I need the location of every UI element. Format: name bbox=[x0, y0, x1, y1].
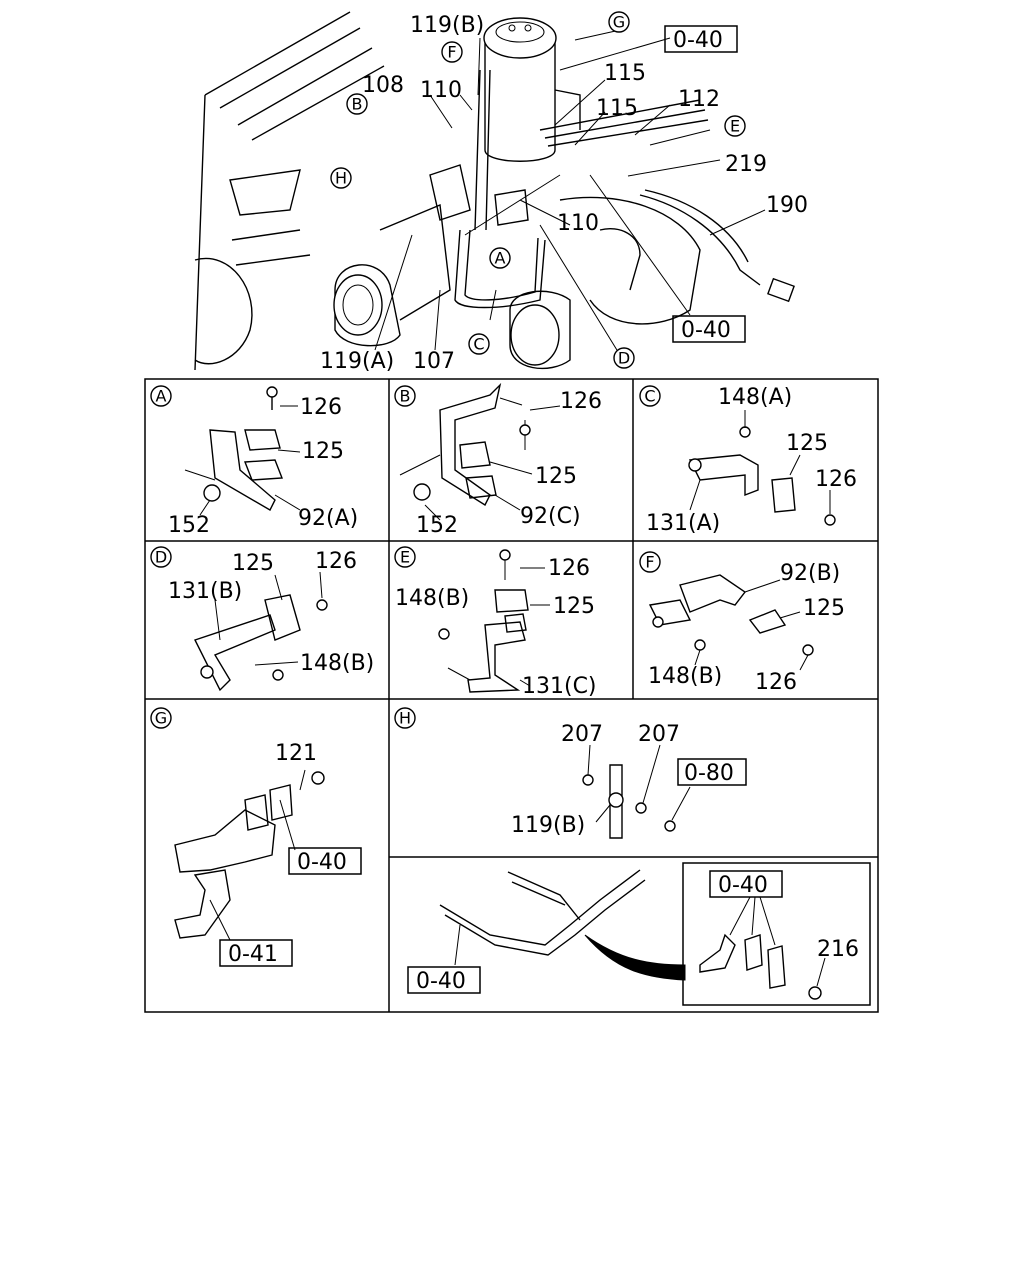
panel-d-label-148b: 148(B) bbox=[300, 651, 374, 676]
bottom-ref-0-40-left: 0-40 bbox=[416, 969, 466, 994]
circle-letter-g: G bbox=[613, 13, 625, 32]
callout-115-lower: 115 bbox=[596, 96, 638, 121]
callout-190: 190 bbox=[766, 193, 808, 218]
circle-letter-c: C bbox=[473, 335, 484, 354]
panel-h-label-207-right: 207 bbox=[638, 722, 680, 747]
panel-h-label-207-left: 207 bbox=[561, 722, 603, 747]
panel-d: D 125 126 131(B) 148(B) bbox=[150, 546, 374, 692]
circle-letter-e: E bbox=[730, 117, 740, 136]
panel-e-label-131c: 131(C) bbox=[522, 674, 597, 699]
callout-110-mid: 110 bbox=[557, 211, 599, 236]
panel-b-label-92c: 92(C) bbox=[520, 504, 581, 529]
panel-h-letter: H bbox=[399, 709, 411, 728]
panel-h-label-119b: 119(B) bbox=[511, 813, 585, 838]
callout-108: 108 bbox=[362, 73, 404, 98]
engine-illustration bbox=[194, 11, 795, 371]
circle-letter-b: B bbox=[352, 95, 363, 114]
callout-112: 112 bbox=[678, 87, 720, 112]
panel-b-label-152: 152 bbox=[416, 513, 458, 538]
circle-letter-f: F bbox=[447, 43, 456, 62]
panel-c-label-131a: 131(A) bbox=[646, 511, 720, 536]
panel-d-label-131b: 131(B) bbox=[168, 579, 242, 604]
callout-110-top: 110 bbox=[420, 78, 462, 103]
panel-c-label-125: 125 bbox=[786, 431, 828, 456]
panel-c-label-126: 126 bbox=[815, 467, 857, 492]
callout-219: 219 bbox=[725, 152, 767, 177]
panel-g-letter: G bbox=[155, 709, 167, 728]
panel-d-letter: D bbox=[155, 548, 167, 567]
bottom-label-216: 216 bbox=[817, 937, 859, 962]
panel-e: E 126 148(B) 125 131(C) bbox=[394, 546, 597, 699]
panel-c-label-148a: 148(A) bbox=[718, 385, 792, 410]
panel-b-label-125: 125 bbox=[535, 464, 577, 489]
main-circle-letters: G F B H E A C D bbox=[330, 11, 746, 369]
callout-119a: 119(A) bbox=[320, 349, 394, 374]
panel-a: A 126 125 152 92(A) bbox=[150, 385, 358, 538]
panel-f-label-92b: 92(B) bbox=[780, 561, 840, 586]
panel-b: B 126 125 152 92(C) bbox=[394, 382, 602, 538]
panel-h: H 207 207 119(B) 0-80 bbox=[394, 707, 747, 839]
detail-grid bbox=[144, 378, 879, 1013]
callout-107: 107 bbox=[413, 349, 455, 374]
circle-letter-h: H bbox=[335, 169, 347, 188]
panel-e-label-126: 126 bbox=[548, 556, 590, 581]
circle-letter-d: D bbox=[618, 349, 630, 368]
panel-a-label-126: 126 bbox=[300, 395, 342, 420]
panel-d-label-125: 125 bbox=[232, 551, 274, 576]
panel-c-letter: C bbox=[644, 387, 655, 406]
ref-box-0-40-mid: 0-40 bbox=[681, 318, 731, 343]
panel-f-letter: F bbox=[645, 553, 654, 572]
ref-box-0-40-top: 0-40 bbox=[673, 28, 723, 53]
panel-g-ref-0-41: 0-41 bbox=[228, 942, 278, 967]
callout-115-upper: 115 bbox=[604, 61, 646, 86]
panel-g-ref-0-40: 0-40 bbox=[297, 850, 347, 875]
main-ref-boxes: 0-40 0-40 bbox=[664, 25, 746, 343]
callout-119b: 119(B) bbox=[410, 13, 484, 38]
panel-g: G 121 0-40 0-41 bbox=[150, 707, 362, 967]
circle-letter-a: A bbox=[495, 249, 506, 268]
panel-g-label-121: 121 bbox=[275, 741, 317, 766]
bottom-ref-0-40-inset: 0-40 bbox=[718, 873, 768, 898]
panel-c: C 148(A) 125 126 131(A) bbox=[639, 385, 857, 536]
panel-pipe-detail: 0-40 216 0-40 bbox=[407, 862, 871, 1006]
panel-f-label-148b: 148(B) bbox=[648, 664, 722, 689]
panel-f-label-125: 125 bbox=[803, 596, 845, 621]
panel-a-label-152: 152 bbox=[168, 513, 210, 538]
panel-b-label-126: 126 bbox=[560, 389, 602, 414]
panel-d-label-126: 126 bbox=[315, 549, 357, 574]
panel-e-letter: E bbox=[400, 548, 410, 567]
panel-f-label-126: 126 bbox=[755, 670, 797, 695]
panel-h-ref-0-80: 0-80 bbox=[684, 761, 734, 786]
panel-e-label-125: 125 bbox=[553, 594, 595, 619]
panel-a-letter: A bbox=[156, 387, 167, 406]
main-callouts: 119(B) 108 110 115 115 112 219 190 110 1… bbox=[320, 13, 808, 374]
pointer-arrow bbox=[584, 934, 686, 981]
panel-a-label-92a: 92(A) bbox=[298, 506, 358, 531]
panel-b-letter: B bbox=[400, 387, 411, 406]
panel-f: F 92(B) 125 148(B) 126 bbox=[639, 551, 845, 695]
panel-a-label-125: 125 bbox=[302, 439, 344, 464]
panel-e-label-148b: 148(B) bbox=[395, 586, 469, 611]
